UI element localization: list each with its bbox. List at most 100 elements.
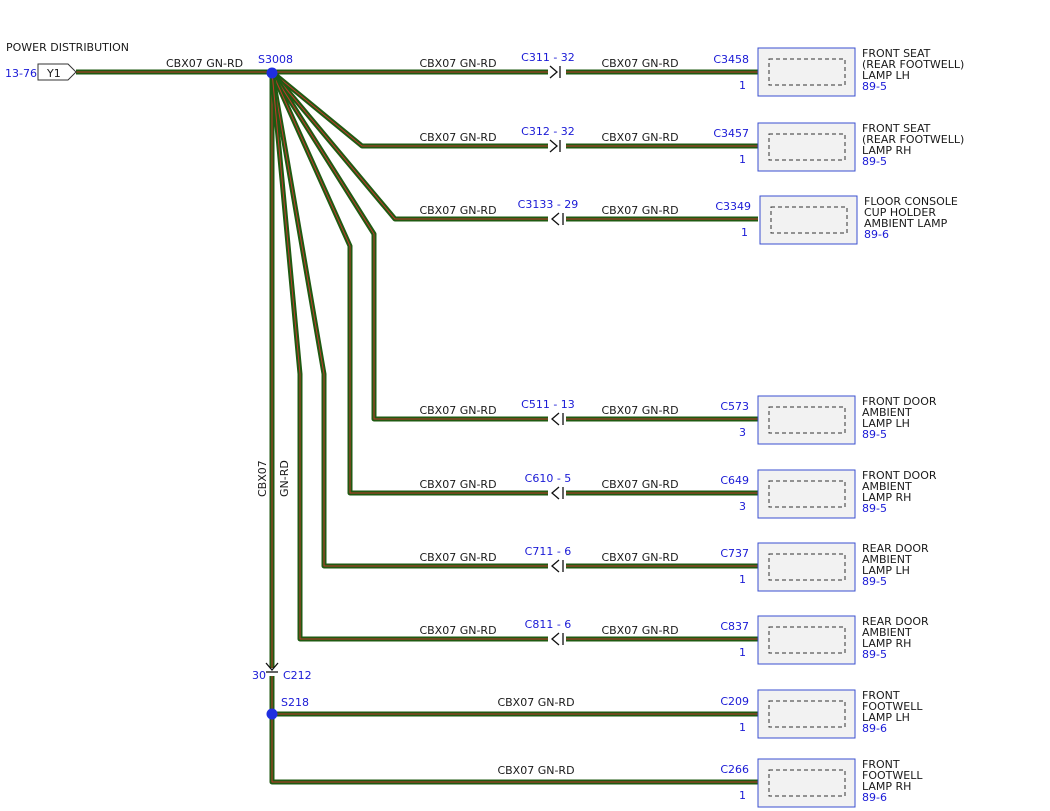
component-ref-branch-c737[interactable]: 89-5	[862, 575, 887, 588]
component-ref-branch-c837[interactable]: 89-5	[862, 648, 887, 661]
component-ref-branch-c649[interactable]: 89-5	[862, 502, 887, 515]
component-box-branch-c649[interactable]	[757, 469, 856, 519]
component-box-branch-c3458[interactable]	[757, 47, 856, 97]
inline-label-branch-c837[interactable]: C811 - 6	[525, 618, 572, 631]
connector-label-branch-c209[interactable]: C209	[720, 695, 749, 708]
inline-arrow-branch-c837	[551, 632, 560, 646]
source-pin: Y1	[46, 67, 61, 80]
component-name-branch-c737-line1: REAR DOOR	[862, 542, 929, 555]
component-box-branch-c266[interactable]	[757, 758, 856, 808]
component-name-branch-c573-line3: LAMP LH	[862, 417, 910, 430]
wire-label-branch-c573-b: CBX07 GN-RD	[601, 404, 678, 417]
component-inner-branch-c3349	[770, 206, 848, 234]
wire-label-branch-c649-b: CBX07 GN-RD	[601, 478, 678, 491]
component-inner-branch-c837	[768, 626, 846, 654]
inline-label-branch-c573[interactable]: C511 - 13	[521, 398, 575, 411]
inline-label-branch-c3457[interactable]: C312 - 32	[521, 125, 575, 138]
component-name-branch-c3457-line2: (REAR FOOTWELL)	[862, 133, 964, 146]
splice-label-bottom: S218	[281, 696, 309, 709]
component-inner-branch-c573	[768, 406, 846, 434]
pin-label-branch-c266: 1	[739, 789, 746, 802]
component-ref-branch-c3349[interactable]: 89-6	[864, 228, 889, 241]
component-name-branch-c3457-line3: LAMP RH	[862, 144, 911, 157]
component-inner-branch-c3458	[768, 58, 846, 86]
component-box-branch-c209[interactable]	[757, 689, 856, 739]
component-box-branch-c3457[interactable]	[757, 122, 856, 172]
component-name-branch-c649-line1: FRONT DOOR	[862, 469, 937, 482]
wire-branch-c737-a-inner	[271, 71, 548, 567]
connector-label-branch-c837[interactable]: C837	[720, 620, 749, 633]
connector-label-branch-c3458[interactable]: C3458	[713, 53, 749, 66]
component-name-branch-c266-line1: FRONT	[862, 758, 900, 771]
component-ref-branch-c209[interactable]: 89-6	[862, 722, 887, 735]
inline-label-branch-c3458[interactable]: C311 - 32	[521, 51, 575, 64]
component-name-branch-c266-line3: LAMP RH	[862, 780, 911, 793]
wire-label-branch-c3458-b: CBX07 GN-RD	[601, 57, 678, 70]
component-name-branch-c3458-line3: LAMP LH	[862, 69, 910, 82]
vertical-wire-circuit: CBX07	[256, 460, 269, 497]
inline-arrow-branch-c649	[551, 486, 560, 500]
splice-s218-dot[interactable]	[266, 708, 278, 720]
wire-label-branch-c3458-a: CBX07 GN-RD	[419, 57, 496, 70]
component-box-branch-c737[interactable]	[757, 542, 856, 592]
wire-label-branch-c209: CBX07 GN-RD	[497, 696, 574, 709]
pin-label-branch-c573: 3	[739, 426, 746, 439]
component-name-branch-c209-line3: LAMP LH	[862, 711, 910, 724]
component-name-branch-c837-line3: LAMP RH	[862, 637, 911, 650]
component-ref-branch-c3458[interactable]: 89-5	[862, 80, 887, 93]
pin-label-branch-c3349: 1	[741, 226, 748, 239]
connector-label-branch-c649[interactable]: C649	[720, 474, 749, 487]
wire-label-branch-c573-a: CBX07 GN-RD	[419, 404, 496, 417]
component-name-branch-c3457-line1: FRONT SEAT	[862, 122, 931, 135]
wire-label-source: CBX07 GN-RD	[166, 57, 243, 70]
component-name-branch-c649-line2: AMBIENT	[862, 480, 912, 493]
source-pin-tag	[37, 63, 77, 81]
inline-arrow-branch-c573	[551, 412, 560, 426]
inline-label-branch-c3349[interactable]: C3133 - 29	[518, 198, 579, 211]
inline-connector-c212-arrow	[265, 662, 279, 671]
component-ref-branch-c3457[interactable]: 89-5	[862, 155, 887, 168]
component-name-branch-c737-line3: LAMP LH	[862, 564, 910, 577]
wire-branch-c3349-a-inner	[271, 71, 548, 220]
pin-label-branch-c3457: 1	[739, 153, 746, 166]
component-box-branch-c573[interactable]	[757, 395, 856, 445]
splice-s3008-dot[interactable]	[266, 67, 278, 79]
source-ref[interactable]: 13-76	[5, 67, 37, 80]
wire-label-branch-c3457-b: CBX07 GN-RD	[601, 131, 678, 144]
pin-label-branch-c3458: 1	[739, 79, 746, 92]
inline-label-branch-c737[interactable]: C711 - 6	[525, 545, 572, 558]
connector-label-branch-c266[interactable]: C266	[720, 763, 749, 776]
diagram-title: POWER DISTRIBUTION	[6, 41, 129, 54]
wire-branch-c837-a-outer	[269, 71, 548, 642]
pin-label-branch-c837: 1	[739, 646, 746, 659]
component-ref-branch-c266[interactable]: 89-6	[862, 791, 887, 804]
wire-label-branch-c649-a: CBX07 GN-RD	[419, 478, 496, 491]
inline-arrow-branch-c3458	[549, 65, 558, 79]
inline-label-branch-c649[interactable]: C610 - 5	[525, 472, 572, 485]
vertical-wire-color: GN-RD	[278, 460, 291, 497]
component-name-branch-c837-line1: REAR DOOR	[862, 615, 929, 628]
component-name-branch-c3349-line3: AMBIENT LAMP	[864, 217, 948, 230]
component-name-branch-c573-line2: AMBIENT	[862, 406, 912, 419]
component-inner-branch-c3457	[768, 133, 846, 161]
wire-label-branch-c737-b: CBX07 GN-RD	[601, 551, 678, 564]
connector-label-branch-c737[interactable]: C737	[720, 547, 749, 560]
connector-label-branch-c573[interactable]: C573	[720, 400, 749, 413]
component-inner-branch-c266	[768, 769, 846, 797]
wire-label-branch-c3457-a: CBX07 GN-RD	[419, 131, 496, 144]
connector-label-branch-c3457[interactable]: C3457	[713, 127, 749, 140]
splice-label-top: S3008	[258, 53, 293, 66]
component-inner-branch-c649	[768, 480, 846, 508]
component-box-branch-c837[interactable]	[757, 615, 856, 665]
inline-arrow-branch-c737	[551, 559, 560, 573]
component-name-branch-c737-line2: AMBIENT	[862, 553, 912, 566]
component-name-branch-c266-line2: FOOTWELL	[862, 769, 923, 782]
component-ref-branch-c573[interactable]: 89-5	[862, 428, 887, 441]
component-box-branch-c3349[interactable]	[759, 195, 858, 245]
component-name-branch-c649-line3: LAMP RH	[862, 491, 911, 504]
component-name-branch-c3458-line2: (REAR FOOTWELL)	[862, 58, 964, 71]
connector-label-branch-c3349[interactable]: C3349	[715, 200, 751, 213]
inline-arrow-branch-c3349	[551, 212, 560, 226]
